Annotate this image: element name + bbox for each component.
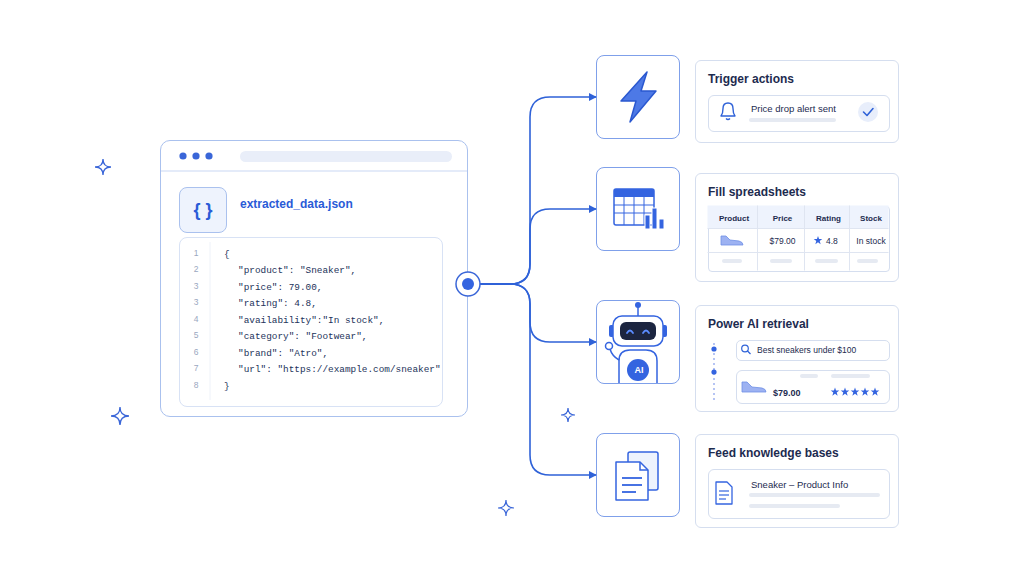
line-number: 3	[190, 295, 202, 309]
code-line: "category": "Footwear",	[238, 330, 367, 344]
card-title: Feed knowledge bases	[708, 445, 839, 461]
icon-box	[596, 55, 680, 139]
line-number: 1	[190, 246, 202, 260]
table-header: Rating	[806, 213, 851, 224]
code-line: "url": "https://example.com/sneaker"	[238, 363, 441, 377]
search-box: Best sneakers under $100	[736, 340, 890, 361]
result-price: $79.00	[773, 388, 801, 399]
line-number: 8	[190, 378, 202, 392]
icon-box	[596, 433, 680, 517]
card-title: Fill spreadsheets	[708, 184, 806, 200]
document-entry: Sneaker – Product Info	[708, 469, 890, 519]
code-line: }	[224, 380, 230, 394]
table-header: Stock	[851, 213, 891, 224]
sparkle	[95, 159, 111, 175]
code-line: "product": "Sneaker",	[238, 264, 356, 278]
json-braces: { }	[180, 199, 226, 221]
ai-badge-text: AI	[627, 365, 651, 376]
line-number: 2	[190, 262, 202, 276]
result-box: $79.00	[736, 370, 890, 404]
card-title: Power AI retrieval	[708, 316, 809, 332]
flow-connector	[468, 97, 596, 284]
flow-connector	[468, 284, 596, 475]
code-line: "rating": 4.8,	[238, 297, 317, 311]
sparkle	[111, 407, 129, 425]
output-card: Fill spreadsheetsProductPriceRatingStock…	[695, 173, 899, 282]
icon-box: AI	[596, 300, 680, 384]
code-line: "brand": "Atro",	[238, 347, 328, 361]
table-header: Price	[759, 213, 806, 224]
alert-box: Price drop alert sent	[708, 95, 890, 132]
table-cell: 4.8	[826, 236, 838, 247]
flow-connector	[468, 209, 596, 284]
line-number: 4	[190, 312, 202, 326]
alert-text: Price drop alert sent	[751, 103, 836, 115]
line-number: 5	[190, 328, 202, 342]
output-card: Feed knowledge basesSneaker – Product In…	[695, 434, 899, 528]
sparkle	[498, 500, 514, 516]
line-number: 7	[190, 361, 202, 375]
document-title: Sneaker – Product Info	[751, 479, 848, 491]
search-query: Best sneakers under $100	[757, 345, 856, 356]
table-cell: $79.00	[759, 236, 806, 247]
code-line: "price": 79.00,	[238, 281, 322, 295]
output-card: Power AI retrievalBest sneakers under $1…	[695, 305, 899, 412]
file-name: extracted_data.json	[240, 197, 353, 211]
flow-connector	[468, 284, 596, 342]
sparkle	[561, 408, 575, 422]
json-icon-box: { }	[179, 187, 227, 233]
browser-window: extracted_data.json { } { "product": "Sneak…	[160, 140, 468, 417]
data-table: ProductPriceRatingStock $79.00 4.8 In stock	[708, 206, 890, 272]
card-title: Trigger actions	[708, 71, 794, 87]
code-line: "availability":"In stock",	[238, 314, 384, 328]
icon-box	[596, 167, 680, 251]
code-line: {	[224, 248, 230, 262]
table-cell: In stock	[851, 236, 891, 247]
line-number: 3	[190, 279, 202, 293]
line-number: 6	[190, 345, 202, 359]
table-header: Product	[709, 213, 759, 224]
code-panel: { "product": "Sneaker", "price": 79.00, "ra…	[179, 237, 443, 407]
output-card: Trigger actionsPrice drop alert sent	[695, 60, 899, 143]
